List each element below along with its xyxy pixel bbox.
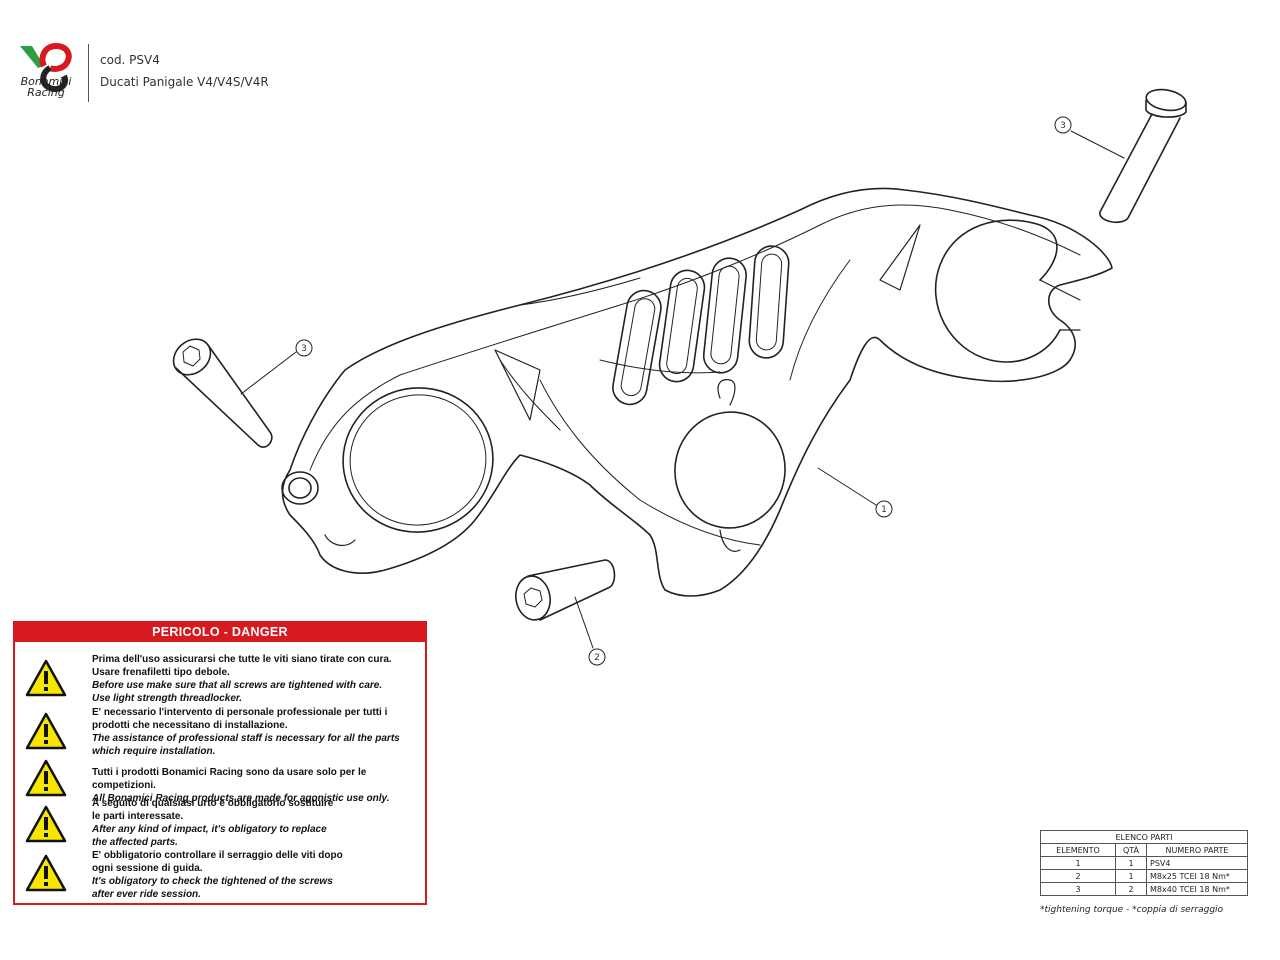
table-row: 2 1 M8x25 TCEI 18 Nm* [1040,869,1248,883]
header-elemento: ELEMENTO [1040,843,1116,857]
warning-4: A seguito di qualsiasi urto è obbligator… [92,797,432,849]
torque-note: *tightening torque - *coppia di serraggi… [1040,905,1224,915]
warning-5-en-line2: after ever ride session. [92,889,201,900]
warning-5-it-line1: E' obbligatorio controllare il serraggio… [92,850,343,861]
warning-2-it-line1: E' necessario l'intervento di personale … [92,707,388,718]
warning-1: Prima dell'uso assicurarsi che tutte le … [92,653,432,705]
callout-1 [817,467,893,518]
callout-3-left [240,339,313,395]
callout-3-left-label: 3 [301,344,307,354]
table-row: 1 1 PSV4 [1040,856,1248,870]
logo-wordmark: Bonamici Racing [18,76,74,98]
warning-3: Tutti i prodotti Bonamici Racing sono da… [92,766,432,805]
warning-1-en-line2: Use light strength threadlocker. [92,693,243,704]
parts-list-caption: ELENCO PARTI [1040,830,1248,844]
warning-triangle-icon [25,805,67,843]
header-numero-parte: NUMERO PARTE [1146,843,1248,857]
warning-2: E' necessario l'intervento di personale … [92,706,432,758]
header-divider [88,44,89,102]
screw-part-3-right [1099,88,1187,224]
screw-part-2 [515,559,616,621]
warning-5-it-line2: ogni sessione di guida. [92,863,203,874]
row-2-qta: 1 [1115,869,1147,883]
triple-clamp-part-1 [281,187,1113,597]
warning-1-en-line1: Before use make sure that all screws are… [92,680,383,691]
warning-triangle-icon [25,712,67,750]
warning-2-en-line1: The assistance of professional staff is … [92,733,400,744]
callout-2-label: 2 [594,653,600,663]
warning-triangle-icon [25,759,67,797]
product-model: Ducati Panigale V4/V4S/V4R [100,75,269,89]
warning-3-en-line1: All Bonamici Racing products are made fo… [92,793,390,804]
callout-1-label: 1 [881,505,887,515]
row-1-qta: 1 [1115,856,1147,870]
row-1-numero-parte: PSV4 [1146,856,1248,870]
warning-4-it-line2: le parti interessate. [92,811,184,822]
warning-4-en-line2: the affected parts. [92,837,178,848]
logo-brand-line1: Bonamici [20,75,72,88]
parts-list-table: ELENCO PARTI ELEMENTO QTÀ NUMERO PARTE 1… [1040,830,1248,896]
logo-brand-line2: Racing [27,86,65,99]
row-2-numero-parte: M8x25 TCEI 18 Nm* [1146,869,1248,883]
warning-4-en-line1: After any kind of impact, it's obligator… [92,824,327,835]
warning-triangle-icon [25,854,67,892]
warning-1-it-line2: Usare frenafiletti tipo debole. [92,667,230,678]
warning-2-en-line2: which require installation. [92,746,216,757]
danger-title: PERICOLO - DANGER [15,623,425,642]
screw-part-3-left [172,338,273,448]
warning-5: E' obbligatorio controllare il serraggio… [92,849,432,901]
warning-4-it-line1: A seguito di qualsiasi urto è obbligator… [92,798,334,809]
callout-2 [574,596,606,666]
table-row: 3 2 M8x40 TCEI 18 Nm* [1040,882,1248,896]
product-code: cod. PSV4 [100,53,160,67]
warning-1-it-line1: Prima dell'uso assicurarsi che tutte le … [92,654,392,665]
warning-triangle-icon [25,659,67,697]
row-2-elemento: 2 [1040,869,1116,883]
danger-warning-box: PERICOLO - DANGER Prima dell'uso assicur… [13,621,427,905]
warning-3-it-line1: Tutti i prodotti Bonamici Racing sono da… [92,767,367,791]
row-3-numero-parte: M8x40 TCEI 18 Nm* [1146,882,1248,896]
row-1-elemento: 1 [1040,856,1116,870]
callout-3-right-label: 3 [1060,121,1066,131]
callout-3-right [1054,116,1125,159]
bonamici-racing-logo [20,42,72,92]
row-3-elemento: 3 [1040,882,1116,896]
row-3-qta: 2 [1115,882,1147,896]
warning-5-en-line1: It's obligatory to check the tightened o… [92,876,333,887]
header-qta: QTÀ [1115,843,1147,857]
warning-2-it-line2: prodotti che necessitano di installazion… [92,720,288,731]
